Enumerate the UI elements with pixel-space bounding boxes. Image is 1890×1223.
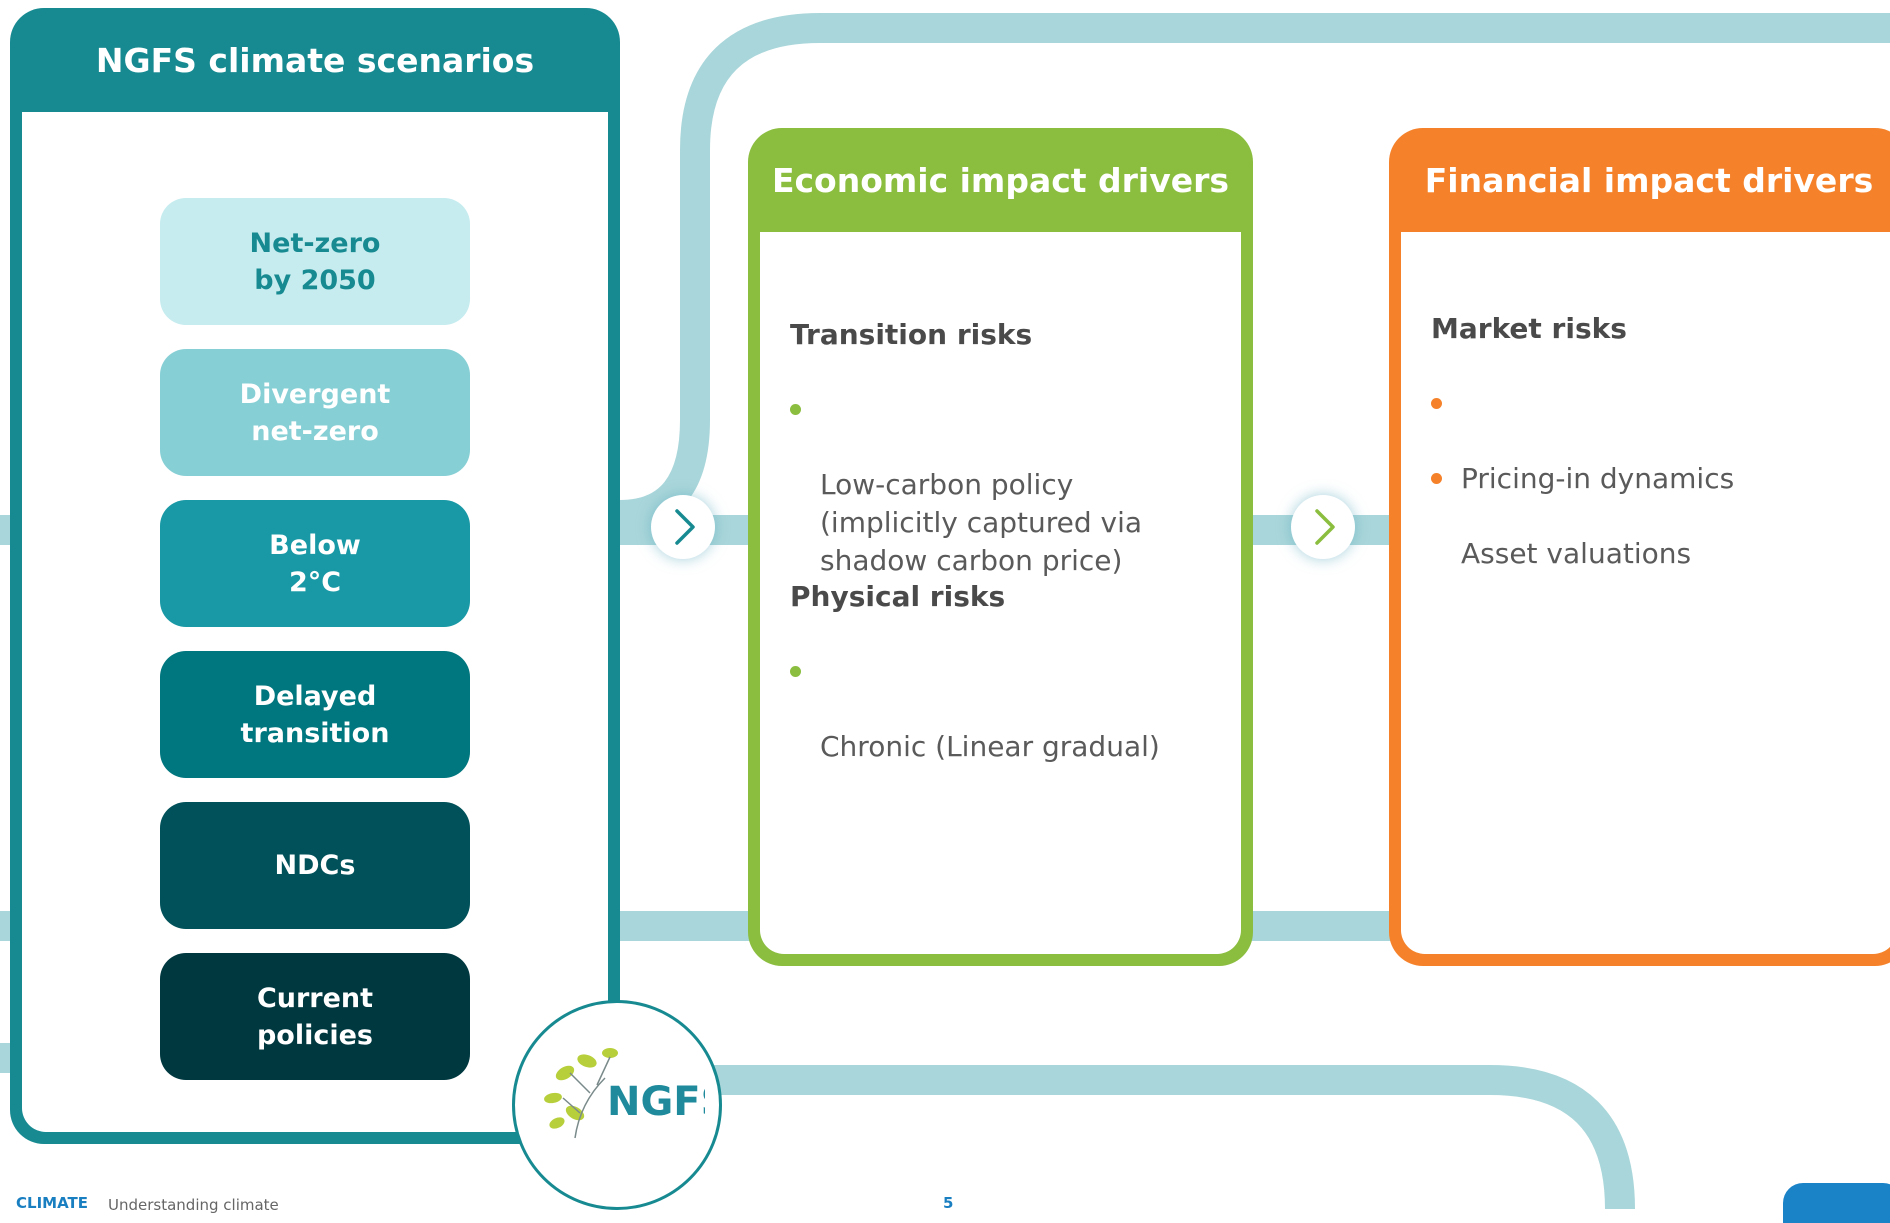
bullet-dot-icon: [790, 666, 801, 677]
bullet-text: Pricing-in dynamics: [1461, 462, 1735, 495]
corner-nav-tab[interactable]: [1783, 1183, 1890, 1223]
footer-caption: Understanding climate: [108, 1196, 279, 1214]
bullet-dot-icon: [1431, 473, 1442, 484]
physical-risks-heading: Physical risks: [790, 580, 1006, 613]
bullet-text: Low-carbon policy (implicitly captured v…: [820, 468, 1143, 577]
financial-card-title: Financial impact drivers: [1424, 160, 1874, 200]
logo-wordmark: NGFS: [607, 1079, 705, 1125]
scenario-pill: Delayed transition: [160, 651, 470, 778]
page-number: 5: [943, 1194, 954, 1212]
scenario-pill: Divergent net-zero: [160, 349, 470, 476]
market-risks-heading: Market risks: [1431, 312, 1627, 345]
bullet-item: Low-carbon policy (implicitly captured v…: [790, 390, 1142, 580]
ngfs-leaf-tree-logo-icon: NGFS: [544, 1048, 705, 1139]
financial-card-body: Market risks Pricing-in dynamics Asset v…: [1401, 232, 1890, 954]
chevron-right-icon: [1315, 509, 1335, 545]
chevron-right-icon: [675, 509, 695, 545]
flow-arrow-scenarios-to-economic: [651, 495, 715, 559]
bullet-item: Pricing-in dynamics: [1431, 384, 1734, 498]
flow-arrow-economic-to-financial: [1291, 495, 1355, 559]
bullet-text: Asset valuations: [1461, 537, 1692, 570]
scenario-pill: Current policies: [160, 953, 470, 1080]
bullet-text: Chronic (Linear gradual): [820, 730, 1160, 763]
bullet-dot-icon: [790, 404, 801, 415]
scenarios-card-title: NGFS climate scenarios: [95, 40, 535, 80]
scenario-pill: NDCs: [160, 802, 470, 929]
economic-drivers-card: Economic impact drivers Transition risks…: [748, 128, 1253, 966]
bullet-dot-icon: [1431, 398, 1442, 409]
scenario-pill: Below 2°C: [160, 500, 470, 627]
economic-card-title: Economic impact drivers: [771, 160, 1230, 200]
ngfs-logo: NGFS: [512, 1000, 722, 1210]
bullet-item: Asset valuations: [1431, 459, 1691, 573]
bullet-item: Chronic (Linear gradual): [790, 652, 1160, 766]
transition-risks-heading: Transition risks: [790, 318, 1033, 351]
economic-card-body: Transition risks Low-carbon policy (impl…: [760, 232, 1241, 954]
footer-section-label: CLIMATE: [16, 1194, 88, 1212]
scenario-pill: Net-zero by 2050: [160, 198, 470, 325]
financial-drivers-card: Financial impact drivers Market risks Pr…: [1389, 128, 1890, 966]
